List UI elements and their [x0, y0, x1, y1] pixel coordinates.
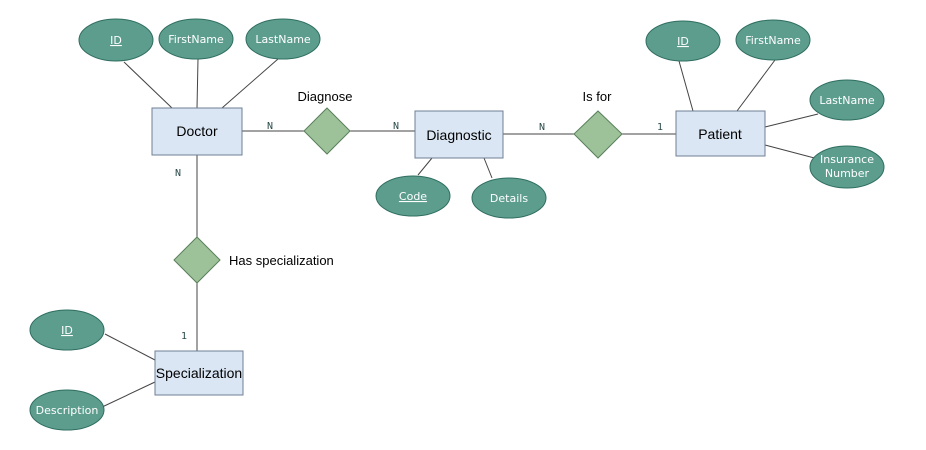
entity-patient: Patient: [675, 110, 766, 157]
connector-patient-insurance: [764, 144, 823, 161]
attribute-doctor-lastname-label: LastName: [255, 33, 311, 46]
entity-doctor: Doctor: [151, 107, 243, 156]
attribute-doctor-id: ID: [78, 18, 154, 62]
entity-diagnostic: Diagnostic: [414, 110, 504, 159]
connector-diagnostic-code: [417, 157, 433, 176]
relationship-has-specialization: [173, 236, 221, 284]
attribute-patient-firstname: FirstName: [735, 19, 811, 61]
attribute-patient-insurance-line2: Number: [825, 167, 870, 180]
attribute-specialization-id-label: ID: [61, 324, 73, 337]
attribute-patient-lastname-label: LastName: [819, 94, 875, 107]
entity-specialization: Specialization: [154, 350, 244, 396]
attribute-patient-firstname-label: FirstName: [745, 34, 801, 47]
attribute-doctor-lastname: LastName: [245, 18, 321, 60]
attribute-patient-id: ID: [645, 20, 721, 62]
connector-patient-firstname: [736, 59, 776, 112]
cardinality-diagnostic-isfor: N: [539, 122, 545, 133]
cardinality-isfor-patient: 1: [657, 122, 663, 133]
connector-specialization-description: [99, 381, 156, 409]
cardinality-doctor-hasspec: N: [175, 168, 181, 179]
entity-diagnostic-label: Diagnostic: [426, 127, 491, 143]
connector-specialization-id: [104, 333, 156, 361]
attribute-diagnostic-details-label: Details: [490, 192, 528, 205]
attribute-doctor-firstname: FirstName: [158, 18, 234, 60]
connector-doctor-id: [123, 61, 173, 109]
entity-doctor-label: Doctor: [176, 123, 218, 139]
connector-patient-lastname: [764, 113, 819, 128]
entity-patient-label: Patient: [698, 126, 742, 142]
relationship-diagnose-label: Diagnose: [298, 89, 353, 104]
relationship-is-for: [573, 110, 623, 159]
attribute-specialization-id: ID: [29, 309, 105, 351]
attribute-diagnostic-code: Code: [375, 175, 451, 217]
attribute-patient-lastname: LastName: [809, 79, 885, 121]
cardinality-diagnose-diagnostic: N: [393, 121, 399, 132]
relationship-has-specialization-label: Has specialization: [229, 253, 334, 268]
connector-doctor-firstname: [196, 58, 199, 109]
attribute-diagnostic-details: Details: [471, 177, 547, 219]
attribute-specialization-description-label: Description: [36, 404, 99, 417]
attribute-doctor-firstname-label: FirstName: [168, 33, 224, 46]
attribute-specialization-description: Description: [29, 389, 105, 431]
attribute-patient-insurance-number: Insurance Number: [809, 145, 885, 189]
attribute-patient-id-label: ID: [677, 35, 689, 48]
connector-patient-id: [678, 60, 694, 112]
connectors: [99, 58, 823, 409]
entity-specialization-label: Specialization: [156, 365, 242, 381]
attribute-diagnostic-code-label: Code: [399, 190, 427, 203]
connector-doctor-lastname: [221, 58, 279, 109]
relationship-diagnose: [303, 107, 351, 155]
attribute-patient-insurance-line1: Insurance: [820, 153, 874, 166]
relationship-is-for-label: Is for: [583, 89, 613, 104]
attribute-doctor-id-label: ID: [110, 34, 122, 47]
cardinality-doctor-diagnose: N: [267, 121, 273, 132]
cardinality-hasspec-specialization: 1: [181, 331, 187, 342]
connector-diagnostic-details: [483, 157, 493, 179]
